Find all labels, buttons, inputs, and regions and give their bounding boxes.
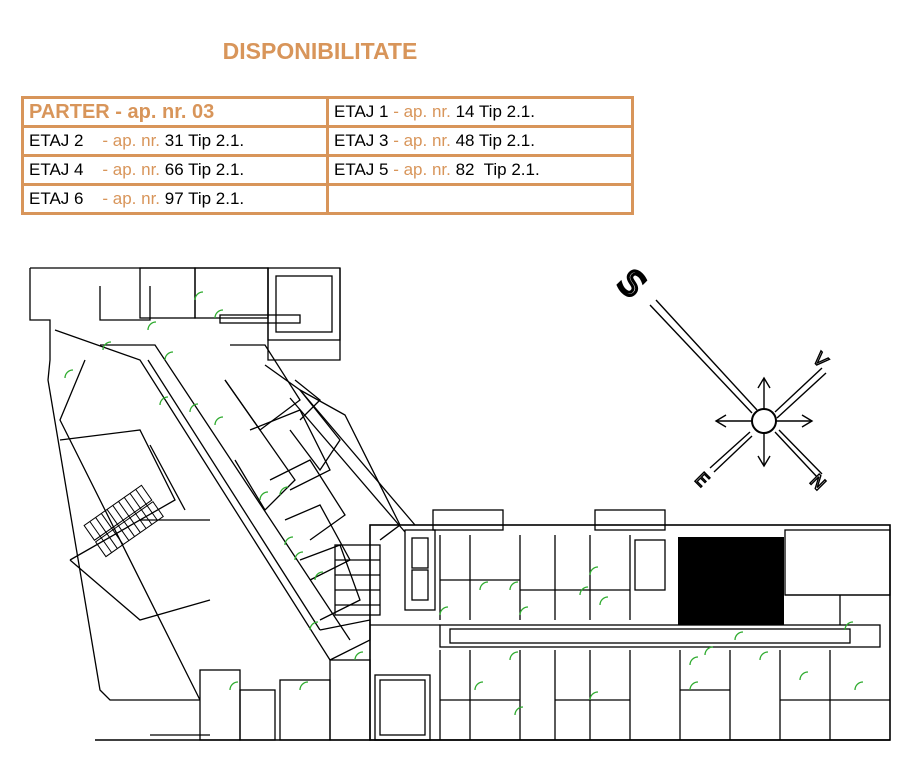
floor-label: ETAJ 2 [29,131,84,150]
compass-south-label: S [609,262,653,306]
floor-label: ETAJ 6 [29,189,84,208]
table-cell: ETAJ 5 - ap. nr. 82 Tip 2.1. [326,154,634,186]
table-cell: PARTER - ap. nr. 03 [21,96,329,128]
compass-needle [649,304,753,414]
table-cell: ETAJ 3 - ap. nr. 48 Tip 2.1. [326,125,634,157]
compass-center [751,408,777,434]
table-cell-empty [326,183,634,215]
apartment-type: Tip 2.1. [183,131,245,150]
page-title: DISPONIBILITATE [222,38,418,64]
apartment-prefix: - ap. nr. 03 [109,100,215,123]
door-swings [64,291,864,716]
floor-label: ETAJ 4 [29,160,84,179]
compass-needle [778,429,823,475]
apartment-number: 14 [455,102,475,121]
compass-rose [649,299,827,479]
table-row: ETAJ 4 - ap. nr. 66 Tip 2.1. ETAJ 5 - ap… [21,154,634,186]
floor-label: ETAJ 3 [334,131,389,150]
floor-label: PARTER [29,100,110,123]
apartment-type: Tip 2.1. [474,102,535,121]
floor-label: ETAJ 5 [334,160,389,179]
apartment-number: 31 [164,131,184,150]
apartment-prefix: - ap. nr. [388,131,456,150]
apartment-number: 66 [164,160,184,179]
table-row: ETAJ 6 - ap. nr. 97 Tip 2.1. [21,183,634,215]
apartment-type: Tip 2.1. [474,160,540,179]
apartment-prefix: - ap. nr. [83,189,165,208]
compass-arrow [757,455,771,468]
table-cell: ETAJ 4 - ap. nr. 66 Tip 2.1. [21,154,329,186]
apartment-prefix: - ap. nr. [83,131,165,150]
compass-north-label: N [805,471,829,495]
table-cell: ETAJ 1 - ap. nr. 14 Tip 2.1. [326,96,634,128]
table-row: PARTER - ap. nr. 03 ETAJ 1 - ap. nr. 14 … [21,96,634,128]
compass-needle [709,431,751,469]
staircase [83,484,164,558]
building-walls [29,267,891,741]
compass-arrow [801,414,814,428]
compass-needle [776,372,827,419]
compass-needle [713,435,753,473]
apartment-type: Tip 2.1. [183,189,245,208]
apartment-prefix: - ap. nr. [388,102,456,121]
apartment-number: 82 [455,160,475,179]
table-cell: ETAJ 2 - ap. nr. 31 Tip 2.1. [21,125,329,157]
apartment-prefix: - ap. nr. [388,160,456,179]
compass-arrow [757,376,771,389]
apartment-type: Tip 2.1. [474,131,535,150]
apartment-type: Tip 2.1. [183,160,245,179]
availability-table: PARTER - ap. nr. 03 ETAJ 1 - ap. nr. 14 … [21,96,634,215]
highlighted-apartment [678,537,784,625]
table-cell: ETAJ 6 - ap. nr. 97 Tip 2.1. [21,183,329,215]
apartment-number: 48 [455,131,475,150]
compass-arrow [714,414,727,428]
compass-needle [774,431,819,479]
compass-east-label: E [690,469,713,492]
table-row: ETAJ 2 - ap. nr. 31 Tip 2.1. ETAJ 3 - ap… [21,125,634,157]
compass-needle [655,299,758,411]
floor-label: ETAJ 1 [334,102,389,121]
apartment-prefix: - ap. nr. [83,160,165,179]
compass-needle [774,367,823,413]
apartment-number: 97 [164,189,184,208]
